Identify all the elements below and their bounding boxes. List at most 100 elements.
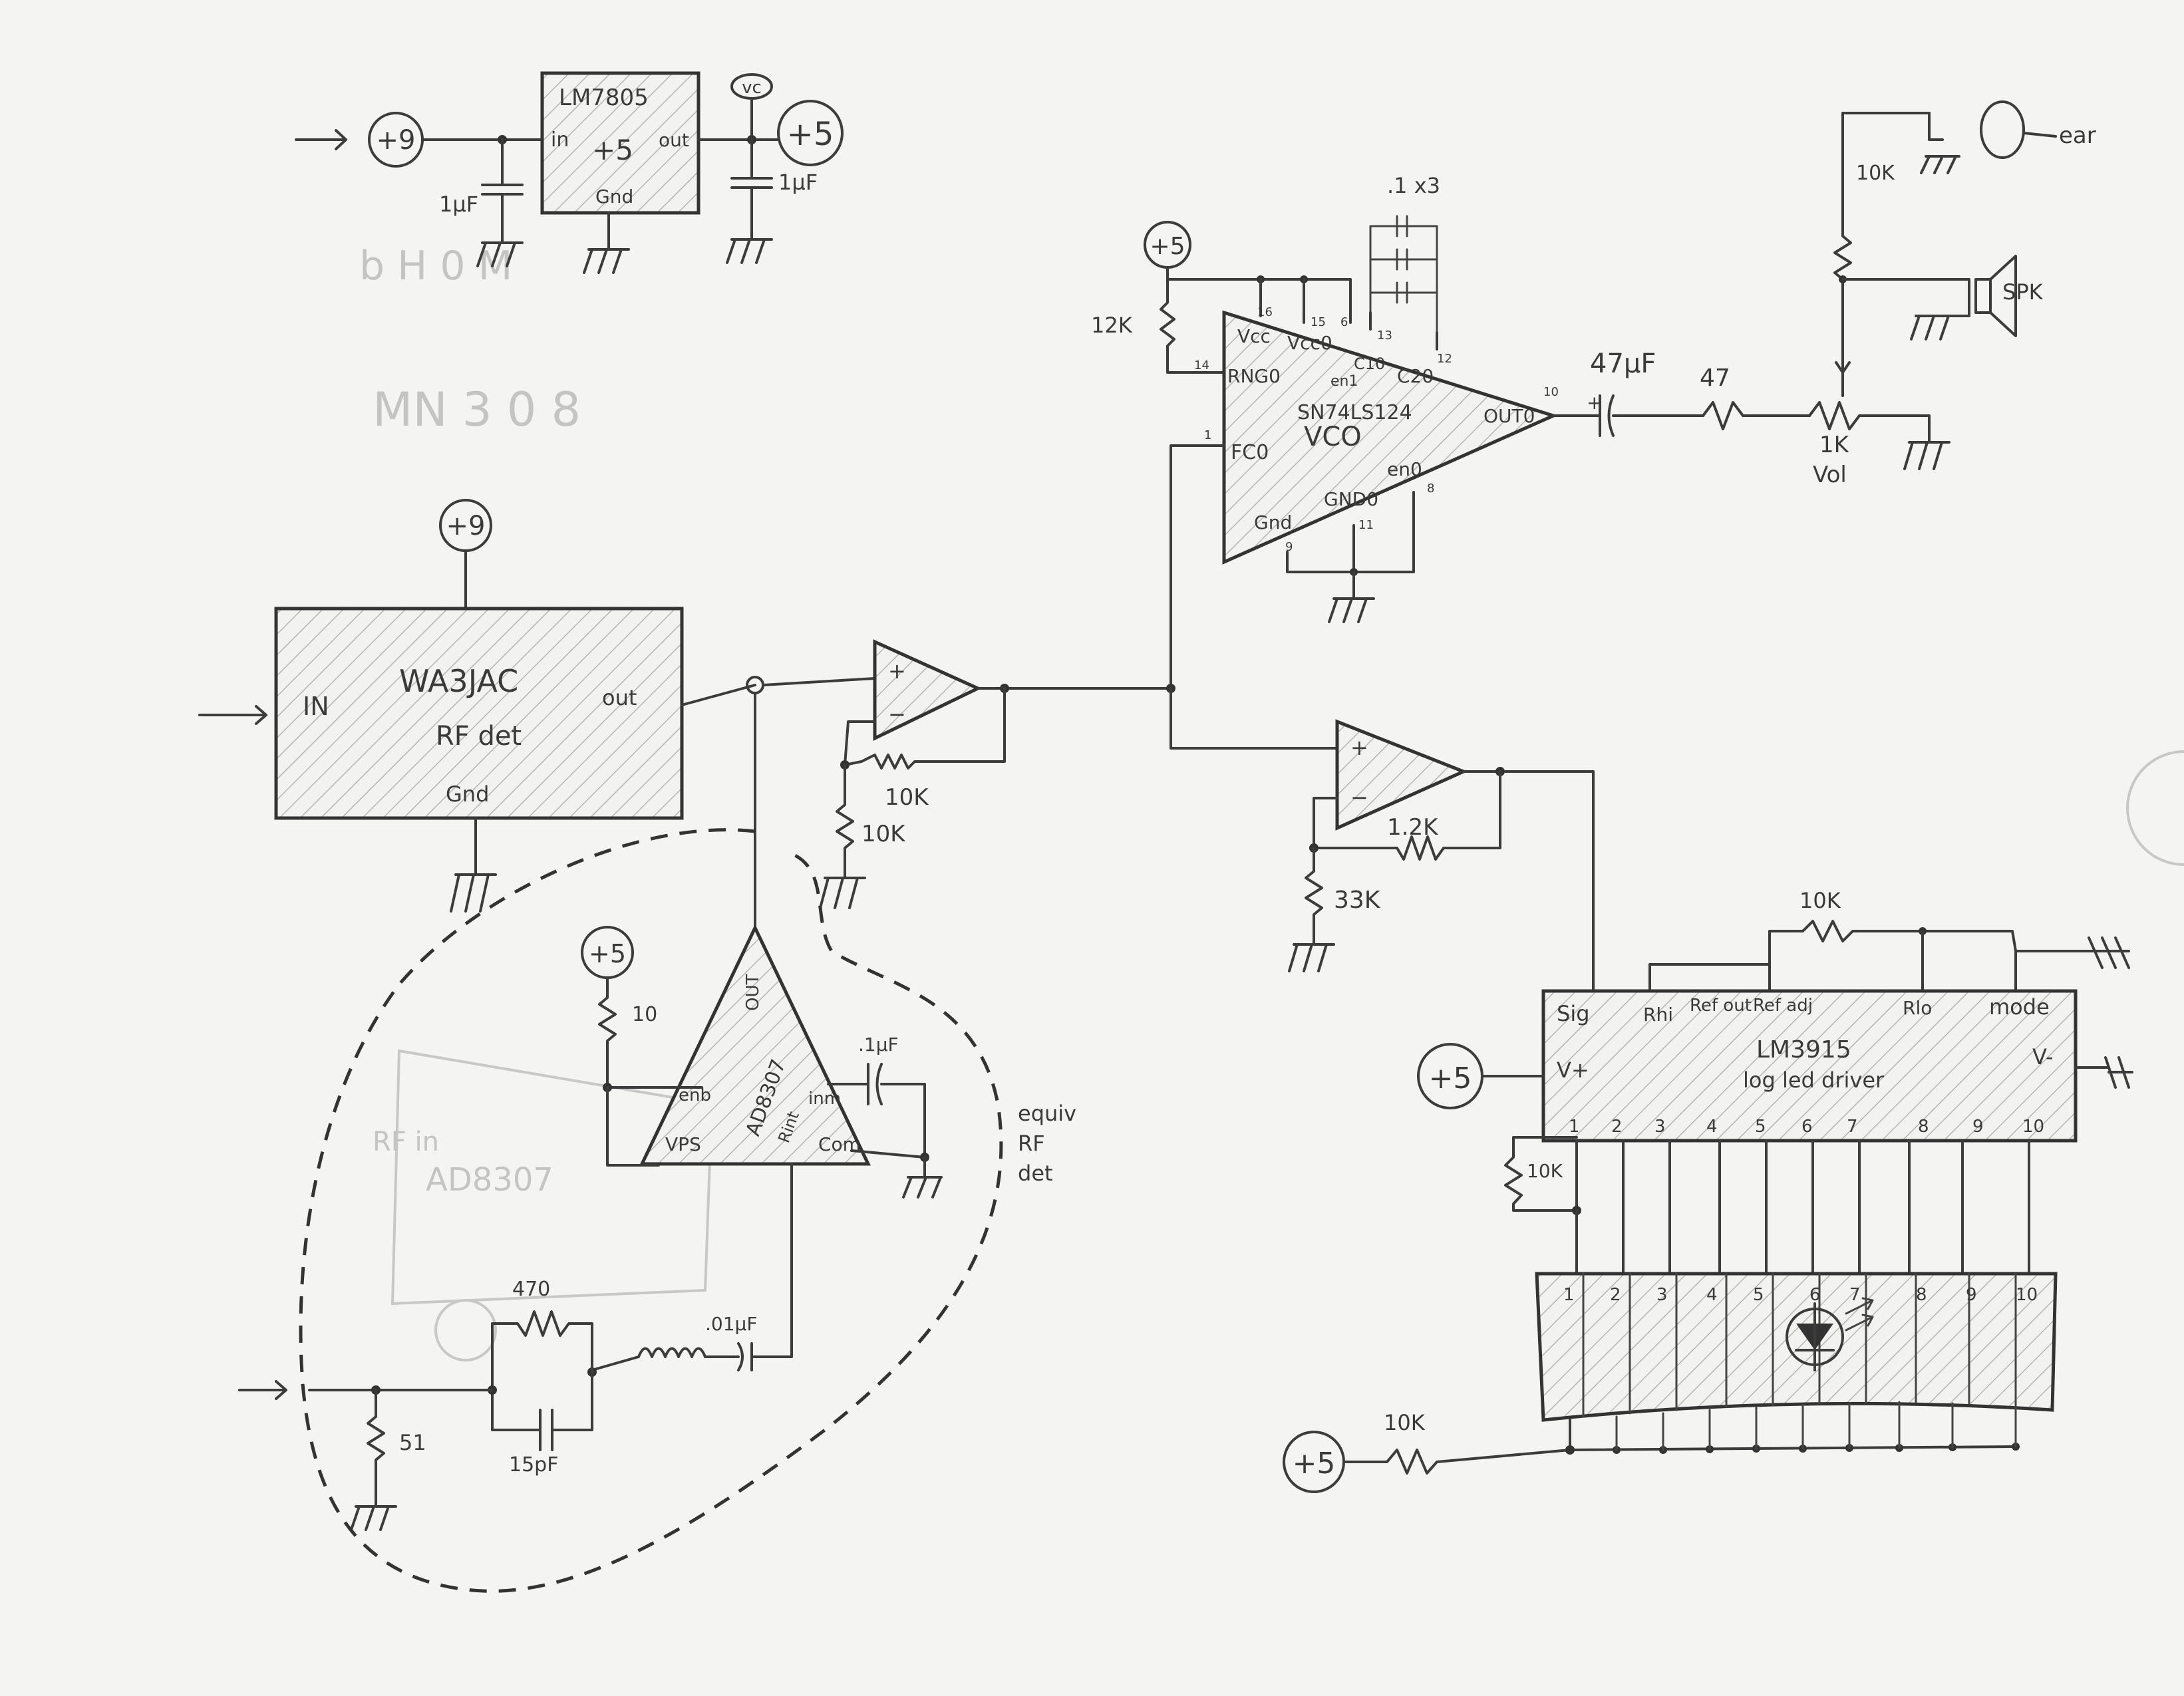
vco-pin-6: 6 <box>1340 315 1348 329</box>
led-bar-label-3: 3 <box>1656 1285 1668 1305</box>
vco-part: SN74LS124 <box>1297 401 1412 424</box>
reg-cap-in: 1µF <box>439 192 478 217</box>
vco-pin-15: 15 <box>1311 315 1326 329</box>
amp2-triangle <box>1335 719 1468 831</box>
reg-pin-out: out <box>659 129 689 151</box>
reg-cap-out: 1µF <box>778 170 818 195</box>
vco-pin-out: OUT0 <box>1483 405 1535 427</box>
lm3915-out-9: 9 <box>1972 1117 1984 1137</box>
vco-pin-8: 8 <box>1427 482 1434 495</box>
reg-in-rail: +9 <box>377 125 416 156</box>
amp1-plus: + <box>888 658 906 684</box>
ad8307-cap-inm: .1µF <box>858 1034 899 1056</box>
ad8307-pin-inm: inm <box>808 1089 841 1109</box>
audio-ear: ear <box>2059 122 2096 149</box>
ad8307-note-3: det <box>1018 1161 1053 1186</box>
ad8307-section: OUT AD8307 Rint enb inm VPS Com +5 10 .1… <box>238 692 1076 1593</box>
vco-pin-rng: RNG0 <box>1227 365 1281 387</box>
vco-pin-10: 10 <box>1543 385 1559 399</box>
svg-text:b H 0 M: b H 0 M <box>359 243 512 289</box>
ad8307-note-1: equiv <box>1018 1101 1076 1126</box>
led-bar-label-4: 4 <box>1706 1285 1718 1305</box>
vco-caps: .1 x3 <box>1387 173 1440 198</box>
lm3915-vplus: V+ <box>1557 1058 1589 1083</box>
led-bar-r: 10K <box>1384 1410 1426 1435</box>
vco-pin-gnd: Gnd <box>1254 511 1292 533</box>
lm3915-output-labels: 1 2 3 4 5 6 7 8 9 10 <box>1569 1117 2044 1137</box>
ad8307-r-term: 51 <box>399 1430 426 1455</box>
lm3915-out-5: 5 <box>1755 1117 1766 1137</box>
ad8307-pin-out: OUT <box>743 974 763 1011</box>
lm3915-sub: log led driver <box>1743 1067 1885 1093</box>
vco-pin-en2: en0 <box>1387 458 1422 480</box>
lm7805-box <box>540 71 701 215</box>
lm3915-pin-mode: mode <box>1989 994 2050 1020</box>
lm3915-r-left: 10K <box>1527 1160 1563 1182</box>
svg-text:AD8307: AD8307 <box>426 1161 553 1199</box>
audio-spk: SPK <box>2002 279 2044 305</box>
vco-pin-en: en1 <box>1330 373 1358 390</box>
lm3915-out-2: 2 <box>1611 1117 1623 1137</box>
lm3915-name: LM3915 <box>1756 1036 1851 1063</box>
show-through-marks: MN 3 0 8 b H 0 M AD8307 RF in <box>359 243 2184 1361</box>
ad8307-c-match: 15pF <box>509 1453 558 1477</box>
led-bar-label-8: 8 <box>1916 1285 1927 1305</box>
vco-pin-c2: C20 <box>1397 365 1434 387</box>
lm3915-pin-refout: Ref out <box>1690 996 1752 1016</box>
reg-tag: vc <box>742 78 762 98</box>
vco-pin-12: 12 <box>1437 352 1452 366</box>
amp2-minus: − <box>1350 785 1368 810</box>
led-bar-label-6: 6 <box>1809 1285 1821 1305</box>
speaker-icon <box>1974 278 1992 314</box>
amp2-plus: + <box>1350 735 1368 760</box>
amp1-section: + − 10K 10K <box>762 639 1169 909</box>
ad8307-pin-vps: VPS <box>665 1133 701 1155</box>
lm3915-pin-rlo: Rlo <box>1903 997 1932 1019</box>
rf-pin-out: out <box>602 685 637 710</box>
amp1-minus: − <box>888 702 906 727</box>
audio-output-section: + 47µF 47 1K Vol 10K ear SPK <box>1552 100 2096 488</box>
vco-pin-11: 11 <box>1358 518 1374 532</box>
rf-supply: +9 <box>446 511 486 541</box>
audio-pot-label: Vol <box>1813 462 1847 488</box>
reg-pin-in: in <box>551 128 569 152</box>
lm3915-rail: +5 <box>1429 1061 1472 1095</box>
amp1-rf: 10K <box>885 784 929 811</box>
vco-pin-gndo: GND0 <box>1324 488 1378 510</box>
vco-pin-vcc: Vcc <box>1237 325 1271 347</box>
lm3915-box <box>1541 989 2078 1143</box>
amp1-triangle <box>873 639 982 741</box>
ad8307-r-match: 470 <box>512 1278 550 1301</box>
earphone-icon <box>1980 100 2025 159</box>
reg-pin-val: +5 <box>592 134 633 166</box>
led-bar-label-2: 2 <box>1610 1285 1621 1305</box>
rf-detector-box <box>274 607 684 820</box>
lm3915-section: 10K Sig Rhi Ref out Ref adj Rlo mode LM3… <box>1417 888 2133 1275</box>
vco-pin-c1: C10 <box>1354 354 1385 373</box>
reg-out-rail: +5 <box>787 116 834 153</box>
reg-pin-gnd: Gnd <box>595 186 633 208</box>
sn74ls124-triangle <box>1222 310 1559 565</box>
audio-r-series: 47 <box>1700 364 1730 392</box>
rf-pin-gnd: Gnd <box>446 781 489 807</box>
svg-text:MN 3 0 8: MN 3 0 8 <box>373 382 581 437</box>
lm3915-out-6: 6 <box>1801 1117 1813 1137</box>
amp2-section: + − 1.2K 33K <box>1170 687 1595 996</box>
led-bar-section: 1 2 3 4 5 6 7 8 9 10 +5 10K <box>1283 1272 2058 1493</box>
ad8307-triangle <box>639 924 871 1166</box>
audio-cap-plus: + <box>1587 392 1602 414</box>
svg-text:RF in: RF in <box>373 1127 439 1157</box>
audio-pot: 1K <box>1819 432 1850 458</box>
lm3915-pin-rhi: Rhi <box>1643 1004 1673 1026</box>
ad8307-r-supply: 10 <box>632 1003 657 1026</box>
vco-rail: +5 <box>1150 233 1185 260</box>
ad8307-c-couple: .01µF <box>705 1313 757 1335</box>
lm3915-pin-refadj: Ref adj <box>1753 996 1813 1016</box>
lm3915-out-3: 3 <box>1654 1117 1666 1137</box>
vco-pin-1: 1 <box>1204 428 1211 442</box>
lm3915-out-1: 1 <box>1569 1117 1580 1137</box>
lm3915-pin-sig: Sig <box>1557 1001 1590 1026</box>
led-bar-label-7: 7 <box>1849 1285 1861 1305</box>
lm3915-out-8: 8 <box>1918 1117 1929 1137</box>
